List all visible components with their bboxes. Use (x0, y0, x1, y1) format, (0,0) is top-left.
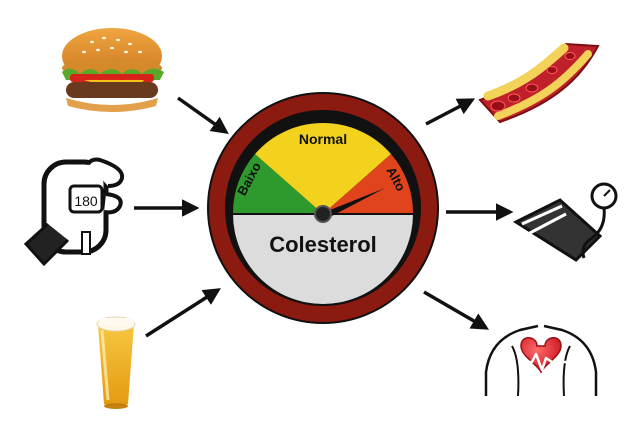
burger-icon (62, 28, 164, 112)
beer-icon (96, 316, 136, 409)
arrow-gauge-to-heart (423, 290, 490, 330)
gauge-center-label: Colesterol (269, 232, 377, 257)
arrow-burger-to-gauge (176, 96, 229, 135)
arrows (134, 96, 514, 338)
glucometer-icon: 180 (23, 157, 125, 267)
gauge-label-normal: Normal (299, 131, 347, 147)
glucometer-reading: 180 (74, 193, 98, 209)
heart-disease-icon (484, 324, 598, 397)
blood-pressure-cuff-icon (512, 182, 618, 262)
clogged-artery-icon (478, 42, 600, 124)
arrow-gauge-to-artery (425, 98, 476, 126)
gauge-needle (320, 188, 385, 218)
cholesterol-gauge: Baixo Normal Alto Colesterol (207, 92, 439, 324)
arrow-beer-to-gauge (145, 288, 221, 338)
gauge-hub (314, 205, 332, 223)
